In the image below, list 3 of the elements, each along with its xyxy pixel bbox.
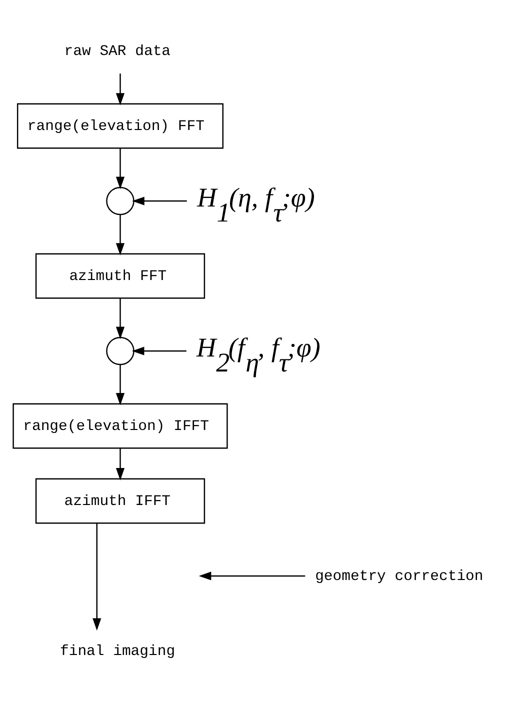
node-text: raw SAR data <box>64 44 171 60</box>
node-text: final imaging <box>60 644 176 660</box>
node-text: geometry correction <box>315 568 484 585</box>
